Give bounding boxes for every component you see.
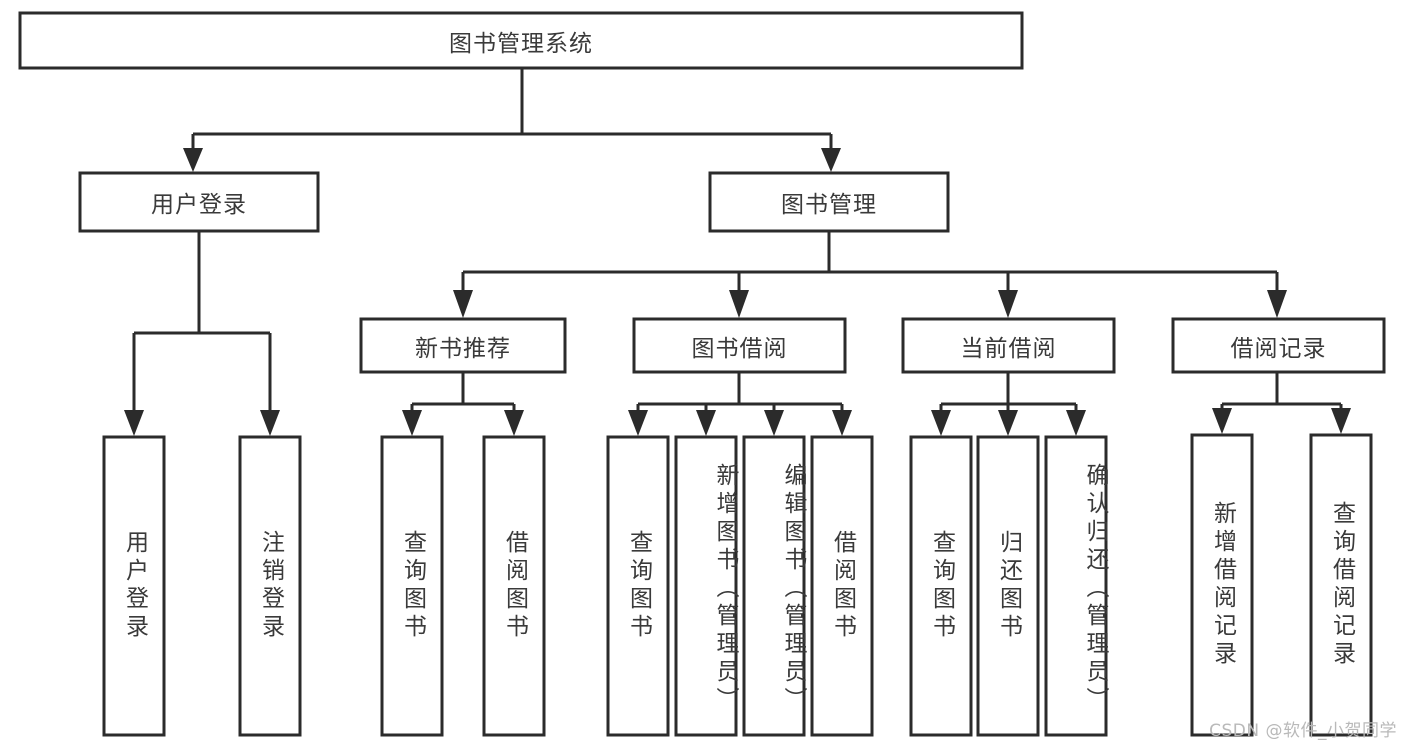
leaf-box-book-borrow-2[interactable]: [674, 435, 738, 737]
arrowhead-leaf-new-book-1: [402, 410, 422, 436]
arrowhead-leaf-user-login-1: [124, 410, 144, 436]
leaf-box-borrow-record-2[interactable]: [1309, 433, 1373, 737]
leaf-box-user-login-2[interactable]: [238, 435, 302, 737]
arrowhead-new-book: [453, 290, 473, 318]
leaf-box-book-borrow-1[interactable]: [606, 435, 670, 737]
leaf-box-current-borrow-3[interactable]: [1044, 435, 1108, 737]
leaf-box-user-login-1[interactable]: [102, 435, 166, 737]
arrowhead-leaf-new-book-2: [504, 410, 524, 436]
arrowhead-leaf-book-borrow-2: [696, 410, 716, 436]
arrowhead-leaf-book-borrow-1: [628, 410, 648, 436]
leaf-box-current-borrow-2[interactable]: [976, 435, 1040, 737]
node-book-manage-box[interactable]: [708, 171, 950, 233]
arrowhead-leaf-borrow-record-1: [1212, 408, 1232, 434]
node-book-borrow-box[interactable]: [632, 317, 847, 374]
leaf-box-new-book-1[interactable]: [380, 435, 444, 737]
arrowhead-leaf-book-borrow-4: [832, 410, 852, 436]
arrowhead-leaf-book-borrow-3: [764, 410, 784, 436]
node-borrow-record-box[interactable]: [1171, 317, 1386, 374]
arrowhead-leaf-user-login-2: [260, 410, 280, 436]
node-current-borrow-box[interactable]: [901, 317, 1116, 374]
arrowhead-leaf-borrow-record-2: [1331, 408, 1351, 434]
arrowhead-book-manage: [821, 148, 841, 172]
leaf-box-new-book-2[interactable]: [482, 435, 546, 737]
leaf-box-book-borrow-3[interactable]: [742, 435, 806, 737]
node-root-box[interactable]: [18, 11, 1024, 70]
node-user-login-box[interactable]: [78, 171, 320, 233]
arrowhead-current-borrow: [998, 290, 1018, 318]
arrowhead-user-login: [183, 148, 203, 172]
arrowhead-borrow-record: [1267, 290, 1287, 318]
leaf-box-current-borrow-1[interactable]: [909, 435, 973, 737]
arrowhead-book-borrow: [729, 290, 749, 318]
arrowhead-leaf-current-borrow-3: [1066, 410, 1086, 436]
arrowhead-leaf-current-borrow-2: [998, 410, 1018, 436]
leaf-box-borrow-record-1[interactable]: [1190, 433, 1254, 737]
leaf-box-book-borrow-4[interactable]: [810, 435, 874, 737]
arrowhead-leaf-current-borrow-1: [931, 410, 951, 436]
node-new-book-box[interactable]: [359, 317, 567, 374]
